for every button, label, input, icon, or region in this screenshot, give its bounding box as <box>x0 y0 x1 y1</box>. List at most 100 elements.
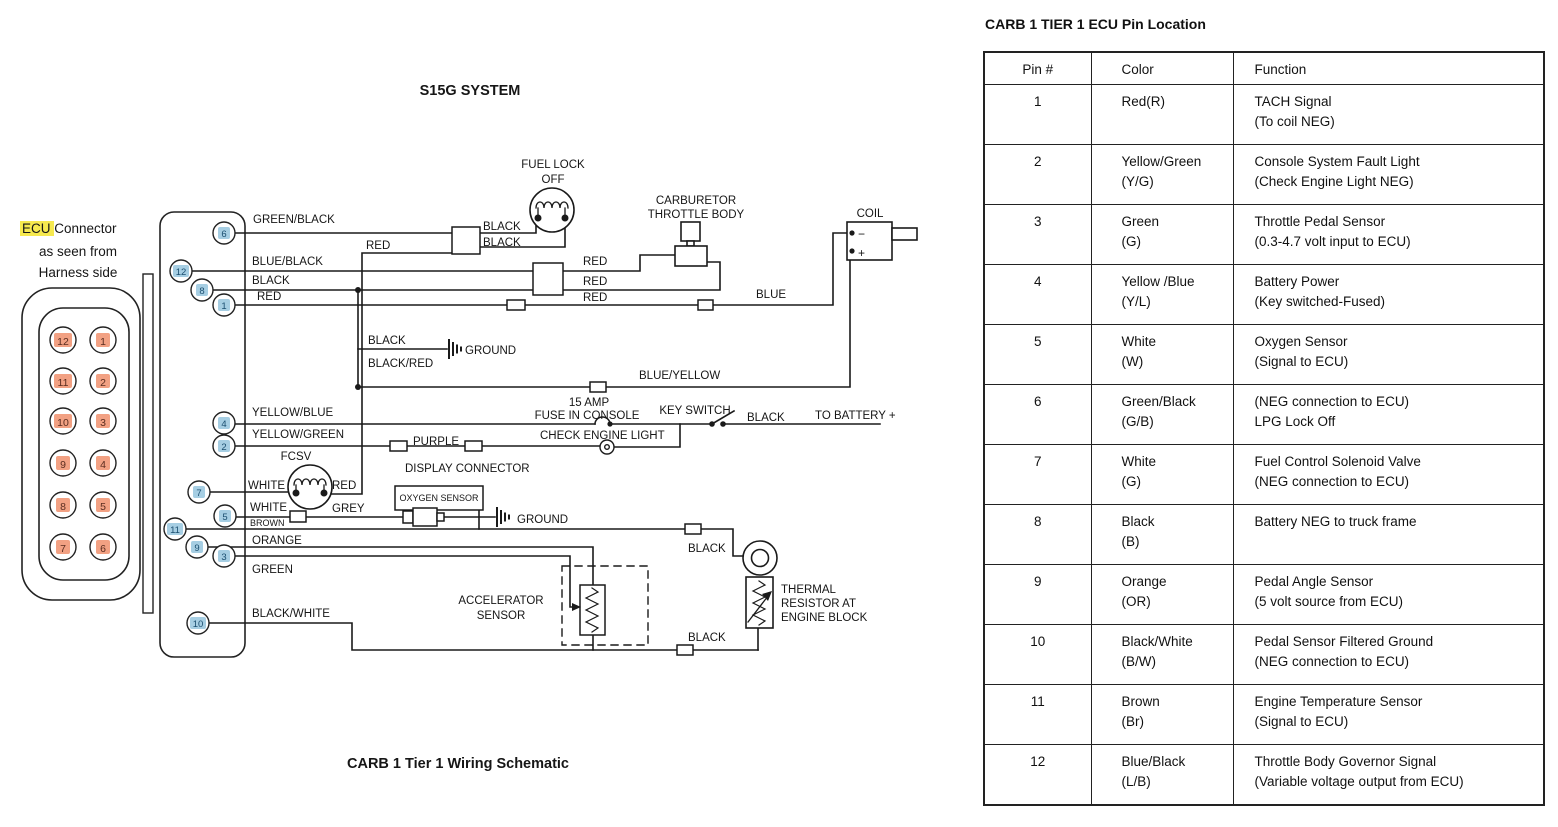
junction-dot <box>355 287 361 293</box>
fuse-label-2: FUSE IN CONSOLE <box>535 410 640 422</box>
oxygen-sensor-box <box>394 485 484 511</box>
pin-number-cell: 5 <box>983 324 1092 385</box>
function-line1: TACH Signal <box>1254 94 1332 109</box>
accelerator-wiper-arrowhead <box>572 603 581 611</box>
color-cell: White (W) <box>1090 324 1234 385</box>
connector-box-thermal-top <box>684 523 702 535</box>
color-cell: White(G) <box>1090 444 1234 505</box>
color-cell: Orange(OR) <box>1090 564 1234 625</box>
connector-box-display-a <box>389 440 408 452</box>
fcsv-coil-glyph <box>293 478 327 486</box>
color-name: White <box>1121 334 1157 349</box>
color-name: Brown <box>1121 694 1160 709</box>
color-name: Yellow /Blue <box>1121 274 1195 289</box>
thermal-arrowhead <box>762 591 772 601</box>
ecu-pin-number: 10 <box>193 619 204 630</box>
pin-number-cell: 10 <box>983 624 1092 685</box>
fuel-lock-coil-glyph <box>535 201 569 209</box>
carburetor-throttle-body <box>674 221 708 267</box>
function-line1: Battery Power <box>1254 274 1340 289</box>
schematic-caption: CARB 1 Tier 1 Wiring Schematic <box>347 756 569 772</box>
function-cell: Battery NEG to truck frame <box>1232 504 1545 565</box>
column-header-pin: Pin # <box>983 51 1092 85</box>
ecu-pin-number: 1 <box>221 301 226 312</box>
ecu-pin-number: 11 <box>170 525 180 536</box>
component-labels: FUEL LOCK OFF CARBURETOR THROTTLE BODY C… <box>281 159 896 624</box>
wiring-schematic: S15G SYSTEM CARB 1 Tier 1 Wiring Schemat… <box>20 83 918 772</box>
color-name: Black <box>1121 514 1155 529</box>
wire-label-black-red: BLACK/RED <box>368 358 433 370</box>
function-line1: Pedal Sensor Filtered Ground <box>1254 634 1434 649</box>
function-cell: Throttle Pedal Sensor(0.3-4.7 volt input… <box>1232 204 1545 265</box>
thermal-resistor <box>742 540 778 629</box>
wire-label-red-coil: RED <box>583 292 607 304</box>
carburetor-label-2: THROTTLE BODY <box>648 209 745 221</box>
label-ground-2: GROUND <box>517 514 568 526</box>
accelerator-resistor-zigzag <box>584 587 600 633</box>
pin-number-cell: 11 <box>983 684 1092 745</box>
harness-pin-number: 10 <box>57 417 69 429</box>
color-code: (B) <box>1121 534 1140 549</box>
harness-pin-number: 6 <box>100 543 106 555</box>
oxygen-plug-a <box>402 510 414 524</box>
harness-pin-number: 9 <box>60 459 66 471</box>
fcsv-label: FCSV <box>281 451 312 463</box>
wire-label-yellow-blue: YELLOW/BLUE <box>252 407 333 419</box>
connector-box-blue-yellow <box>589 381 607 393</box>
thermal-body <box>745 576 774 629</box>
harness-pin-number: 4 <box>100 459 106 471</box>
function-line1: Battery NEG to truck frame <box>1254 514 1417 529</box>
color-code: (Br) <box>1121 714 1145 729</box>
wire-labels: GREEN/BLACK BLUE/BLACK BLACK RED BLACK B… <box>248 214 786 644</box>
harness-pin: 3 <box>89 407 117 435</box>
pin-number-cell: 2 <box>983 144 1092 205</box>
harness-pin: 5 <box>89 491 117 519</box>
function-line2: (Signal to ECU) <box>1254 714 1349 729</box>
inline-connectors <box>289 226 714 656</box>
fuel-lock-label-1: FUEL LOCK <box>521 159 585 171</box>
wire-label-red-carb-top: RED <box>583 256 607 268</box>
wire-label-black-fuel-bottom: BLACK <box>483 237 521 249</box>
thermal-zigzag <box>751 580 767 626</box>
table-row: 1 Red(R) TACH Signal(To coil NEG) <box>983 84 1545 145</box>
harness-pin-number: 12 <box>57 336 69 348</box>
harness-pin-number: 11 <box>58 377 69 389</box>
wire-pin10-black-white <box>208 622 759 651</box>
function-cell: TACH Signal(To coil NEG) <box>1232 84 1545 145</box>
check-engine-lamp <box>599 439 615 455</box>
wire-label-grey: GREY <box>332 503 365 515</box>
oxygen-plug-b <box>412 507 438 527</box>
function-line1: (NEG connection to ECU) <box>1254 394 1410 409</box>
table-row: 8 Black(B) Battery NEG to truck frame <box>983 504 1545 565</box>
connector-box-grey <box>289 510 307 523</box>
function-cell: (NEG connection to ECU)LPG Lock Off <box>1232 384 1545 445</box>
pin-number-cell: 3 <box>983 204 1092 265</box>
coil-pos-sign: + <box>858 246 865 260</box>
connector-box-pin1-a <box>506 299 526 311</box>
ecu-pin-number: 4 <box>221 419 226 430</box>
harness-pin: 8 <box>49 491 77 519</box>
color-cell: Yellow /Blue(Y/L) <box>1090 264 1234 325</box>
thermal-label-3: ENGINE BLOCK <box>781 612 868 624</box>
connector-box-carburetor <box>532 262 564 296</box>
color-cell: Black (B) <box>1090 504 1234 565</box>
coil-label: COIL <box>857 208 884 220</box>
harness-connector-bracket <box>142 273 154 614</box>
label-ground-1: GROUND <box>465 345 516 357</box>
ground-bars <box>448 339 462 359</box>
color-cell: Green/Black(G/B) <box>1090 384 1234 445</box>
wire-label-orange: ORANGE <box>252 535 302 547</box>
fcsv-terminal-dot <box>320 489 328 497</box>
pin-number-cell: 6 <box>983 384 1092 445</box>
fuel-lock-solenoid <box>529 187 575 233</box>
check-engine-label: CHECK ENGINE LIGHT <box>540 430 665 442</box>
color-code: (W) <box>1121 354 1144 369</box>
function-cell: Engine Temperature Sensor(Signal to ECU) <box>1232 684 1545 745</box>
wire-label-black-pin8: BLACK <box>252 275 290 287</box>
ecu-pin: 1 <box>212 293 236 317</box>
switch-dot <box>720 421 726 427</box>
ecu-pin: 4 <box>212 411 236 435</box>
fuel-lock-label-2: OFF <box>542 174 565 186</box>
ecu-pin: 10 <box>186 611 210 635</box>
carburetor-label-1: CARBURETOR <box>656 195 736 207</box>
